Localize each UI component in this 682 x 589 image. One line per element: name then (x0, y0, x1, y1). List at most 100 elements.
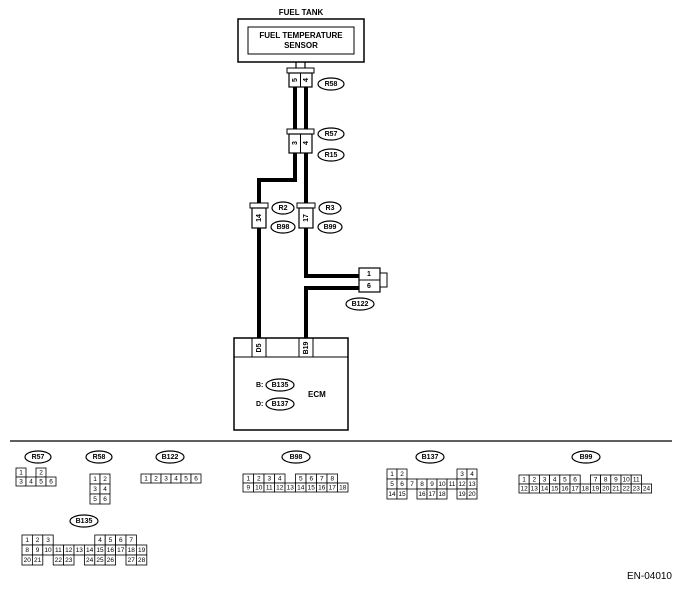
connector-pin-cell (396, 488, 408, 500)
connector-pin-label: 8 (420, 481, 424, 488)
connector-pin-label: 2 (532, 477, 536, 484)
connector-pin-label: 5 (109, 537, 113, 544)
fuel-temperature-sensor-box (247, 26, 355, 55)
connector-pin-label: 19 (592, 486, 600, 493)
connector-pin-label: 4 (98, 537, 102, 544)
connector-pin-label: 9 (246, 485, 250, 492)
connector-pin-label: 5 (390, 481, 394, 488)
connector-r58-tag (85, 450, 113, 464)
ecm-b135-tag-text: B135 (272, 382, 289, 389)
connector-pin-label: 11 (266, 485, 273, 492)
connector-pin-label: 1 (19, 470, 23, 477)
r2-connector-cap (249, 202, 269, 209)
connector-pin-label: 1 (25, 537, 29, 544)
r2-tag (271, 201, 295, 215)
ecm-d-prefix: D: (256, 401, 263, 408)
connector-pin-label: 12 (65, 547, 73, 554)
wire-b99-to-b122-pin1 (304, 228, 359, 278)
connector-pin-label: 14 (388, 491, 396, 498)
connector-pin-label: 17 (428, 491, 436, 498)
connector-r58-tag-text: R58 (93, 454, 106, 461)
connector-pin-cell (337, 482, 349, 493)
connector-pin-label: 14 (541, 486, 549, 493)
connector-pin-label: 5 (299, 476, 303, 483)
r2-tag-text: R2 (279, 205, 288, 212)
connector-pin-cell (190, 473, 202, 484)
r58-connector-cap (286, 67, 315, 74)
connector-pin-label: 20 (24, 557, 32, 564)
connector-pin-label: 7 (594, 477, 598, 484)
connector-pin-label: 16 (418, 491, 426, 498)
connector-pin-label: 5 (184, 476, 188, 483)
connector-pin-label: 4 (553, 477, 557, 484)
connector-pin-label: 9 (430, 481, 434, 488)
b122-pin-top: 1 (367, 271, 371, 278)
connector-pin-label: 22 (55, 557, 63, 564)
connector-b99-tag (571, 450, 601, 464)
connector-pin-label: 3 (19, 479, 23, 486)
connector-pin-label: 13 (76, 547, 84, 554)
connector-pin-label: 4 (174, 476, 178, 483)
connector-pin-label: 3 (543, 477, 547, 484)
b122-lock-tab (379, 272, 388, 288)
connector-pin-label: 19 (458, 491, 466, 498)
r58-tag-text: R58 (325, 81, 338, 88)
connector-pin-label: 18 (339, 485, 347, 492)
connector-pin-label: 8 (330, 476, 334, 483)
r15-tag (317, 148, 345, 162)
ecm-b-prefix: B: (256, 382, 263, 389)
connector-pin-label: 1 (390, 471, 394, 478)
connector-pin-cell (32, 554, 44, 566)
connector-pin-label: 4 (103, 486, 107, 493)
connector-pin-label: 12 (520, 486, 528, 493)
connector-pin-label: 7 (320, 476, 324, 483)
connector-b135-tag-text: B135 (76, 518, 93, 525)
connector-pin-cell (45, 476, 57, 487)
b122-tag (345, 297, 375, 311)
connector-pin-cell (436, 488, 448, 500)
b98-tag-text: B98 (277, 224, 290, 231)
b98-tag (270, 220, 296, 234)
connector-b99-tag-text: B99 (580, 454, 593, 461)
connector-pin-label: 25 (96, 557, 104, 564)
b99-tag (317, 220, 343, 234)
connector-b137-tag (415, 450, 445, 464)
wire-r57-to-r2 (257, 153, 297, 205)
connector-pin-label: 1 (246, 476, 250, 483)
r57-tag-text: R57 (325, 131, 338, 138)
r57-pin-a: 3 (292, 141, 299, 145)
connector-pin-label: 1 (522, 477, 526, 484)
connector-pin-label: 15 (398, 491, 406, 498)
connector-pin-label: 3 (267, 476, 271, 483)
connector-b135-tag (69, 514, 99, 528)
r57-pin-b: 4 (303, 141, 310, 145)
connector-pin-label: 2 (400, 471, 404, 478)
connector-pin-label: 14 (297, 485, 305, 492)
b122-tag-text: B122 (352, 301, 369, 308)
connector-r57-tag (24, 450, 52, 464)
connector-pin-label: 4 (29, 479, 33, 486)
connector-pin-label: 13 (531, 486, 539, 493)
figure-code: EN-04010 (627, 571, 672, 582)
wire-b122-pin6-to-ecm-b19 (304, 286, 359, 340)
connector-pin-label: 1 (144, 476, 148, 483)
connector-pin-label: 6 (119, 537, 123, 544)
connector-pin-cell (466, 488, 478, 500)
left-junction-pin: 14 (256, 214, 263, 222)
connector-pin-label: 12 (458, 481, 466, 488)
connector-pin-label: 15 (96, 547, 104, 554)
connector-pin-label: 22 (622, 486, 630, 493)
connector-pin-label: 11 (633, 477, 640, 484)
connector-pin-label: 8 (604, 477, 608, 484)
connector-b98-tag-text: B98 (290, 454, 303, 461)
